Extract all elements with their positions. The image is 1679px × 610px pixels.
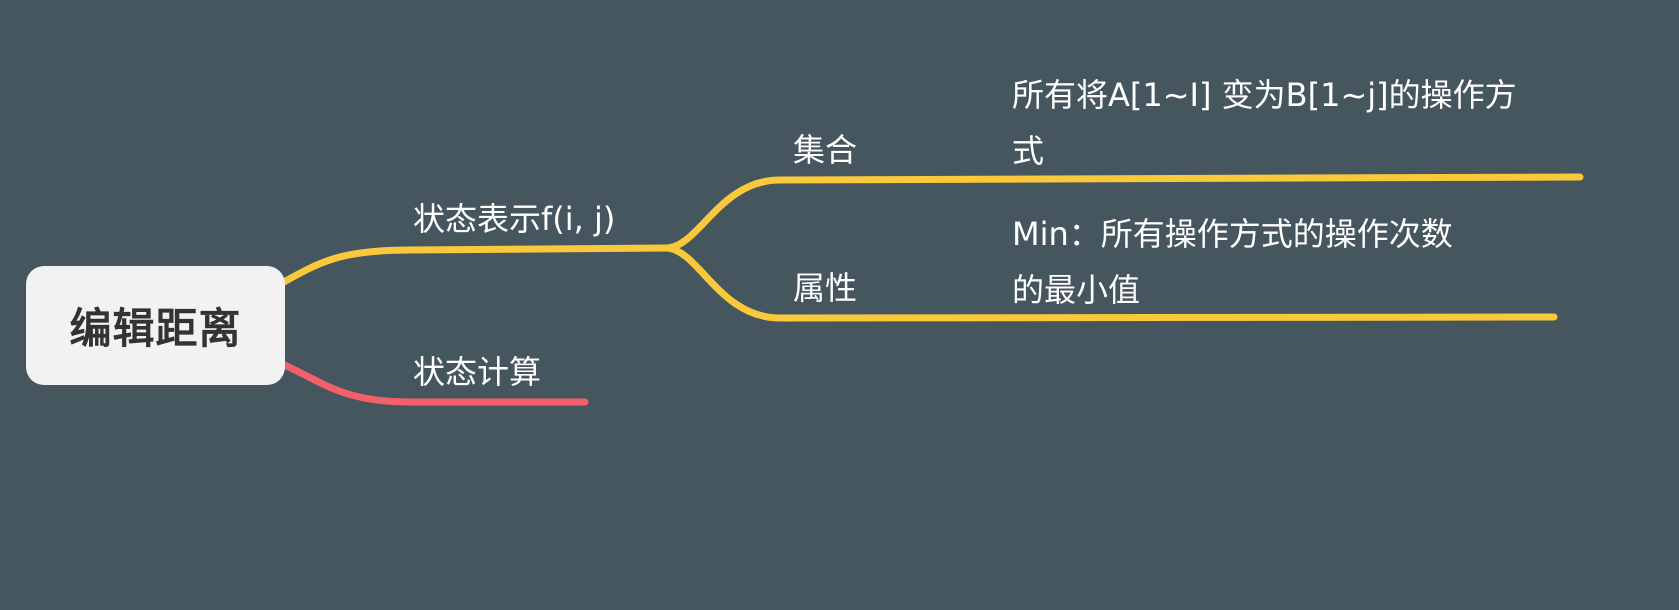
connector-root-to-state-repr xyxy=(278,244,672,287)
sub-branch-attribute-label: 属性 xyxy=(793,269,858,307)
sub-branch-set[interactable]: 集合 xyxy=(793,130,857,170)
attribute-description-line-1: Min：所有操作方式的操作次数 xyxy=(1012,215,1453,253)
set-description-line-2: 式 xyxy=(1012,132,1045,170)
attribute-description-line-2: 的最小值 xyxy=(1012,271,1141,309)
branch-state-computation-label: 状态计算 xyxy=(413,353,542,391)
root-node-edit-distance[interactable]: 编辑距离 xyxy=(26,266,285,385)
root-node-label: 编辑距离 xyxy=(69,304,242,353)
attribute-description: Min：所有操作方式的操作次数 的最小值 xyxy=(1012,206,1453,318)
connector-state-repr-to-set xyxy=(664,173,1584,252)
set-description-line-1: 所有将A[1~I] 变为B[1~j]的操作方 xyxy=(1012,76,1517,114)
sub-branch-set-label: 集合 xyxy=(793,131,858,169)
set-description: 所有将A[1~I] 变为B[1~j]的操作方 式 xyxy=(1012,67,1517,179)
branch-state-representation[interactable]: 状态表示f(i, j) xyxy=(413,199,615,239)
connector-state-repr-to-attr xyxy=(664,244,1558,322)
branch-state-representation-label: 状态表示f(i, j) xyxy=(413,200,616,238)
connector-root-to-state-calc xyxy=(278,360,589,406)
sub-branch-attribute[interactable]: 属性 xyxy=(793,268,857,308)
branch-state-computation[interactable]: 状态计算 xyxy=(413,352,541,392)
